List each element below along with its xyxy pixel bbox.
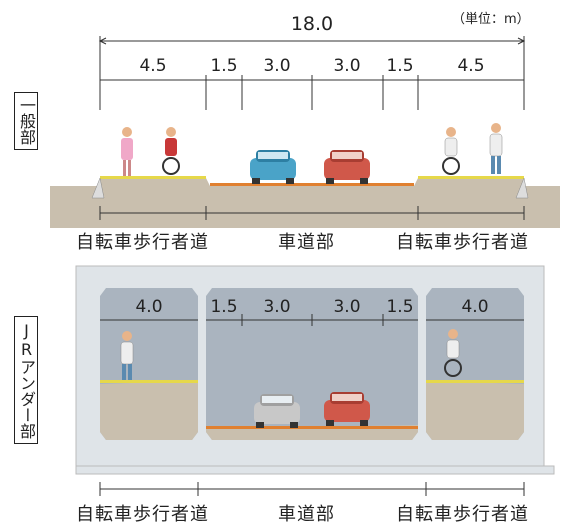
label-sidewalk-right-bottom: 自転車歩行者道 bbox=[396, 504, 529, 525]
pedestrian-right bbox=[489, 123, 503, 174]
dim-lane-right: 3.0 bbox=[333, 56, 360, 76]
dim-b-shoulder-right: 1.5 bbox=[386, 297, 413, 317]
cyclist-right bbox=[442, 127, 460, 175]
dim-shoulder-left: 1.5 bbox=[210, 56, 237, 76]
label-sidewalk-left-top: 自転車歩行者道 bbox=[76, 232, 209, 253]
car-silver bbox=[254, 394, 300, 428]
cyclist-bottom-right bbox=[444, 329, 462, 377]
dim-shoulder-right: 1.5 bbox=[386, 56, 413, 76]
tunnel-structure bbox=[75, 265, 555, 475]
car-red-bottom bbox=[324, 392, 370, 426]
dim-b-sidewalk-right: 4.0 bbox=[461, 297, 488, 317]
dim-b-sidewalk-left: 4.0 bbox=[135, 297, 162, 317]
pedestrian-bottom-left bbox=[120, 331, 134, 380]
dim-sidewalk-right: 4.5 bbox=[457, 56, 484, 76]
unit-note: （単位：m） bbox=[452, 12, 530, 27]
label-sidewalk-right-top: 自転車歩行者道 bbox=[396, 232, 529, 253]
segment-dimension-line bbox=[100, 75, 524, 110]
dim-lane-left: 3.0 bbox=[263, 56, 290, 76]
label-sidewalk-left-bottom: 自転車歩行者道 bbox=[76, 504, 209, 525]
section-title-jr-underpass: JRアンダー部 bbox=[14, 316, 38, 444]
label-roadway-top: 車道部 bbox=[278, 232, 335, 253]
label-dimension-line-bottom bbox=[99, 482, 525, 496]
pedestrian-left bbox=[121, 127, 133, 176]
dim-b-shoulder-left: 1.5 bbox=[210, 297, 237, 317]
road-ground-top bbox=[50, 176, 560, 228]
dim-b-lane-right: 3.0 bbox=[333, 297, 360, 317]
dim-sidewalk-left: 4.5 bbox=[139, 56, 166, 76]
label-roadway-bottom: 車道部 bbox=[278, 504, 335, 525]
dim-b-lane-left: 3.0 bbox=[263, 297, 290, 317]
car-red bbox=[324, 150, 370, 184]
car-blue bbox=[250, 150, 296, 184]
label-dimension-line-top bbox=[99, 206, 525, 220]
total-width-dimension bbox=[98, 36, 526, 110]
cyclist-left bbox=[162, 127, 180, 175]
total-width-label: 18.0 bbox=[291, 13, 333, 35]
segment-dimension-line-bottom bbox=[100, 314, 524, 326]
section-title-general: 一般部 bbox=[14, 92, 38, 150]
